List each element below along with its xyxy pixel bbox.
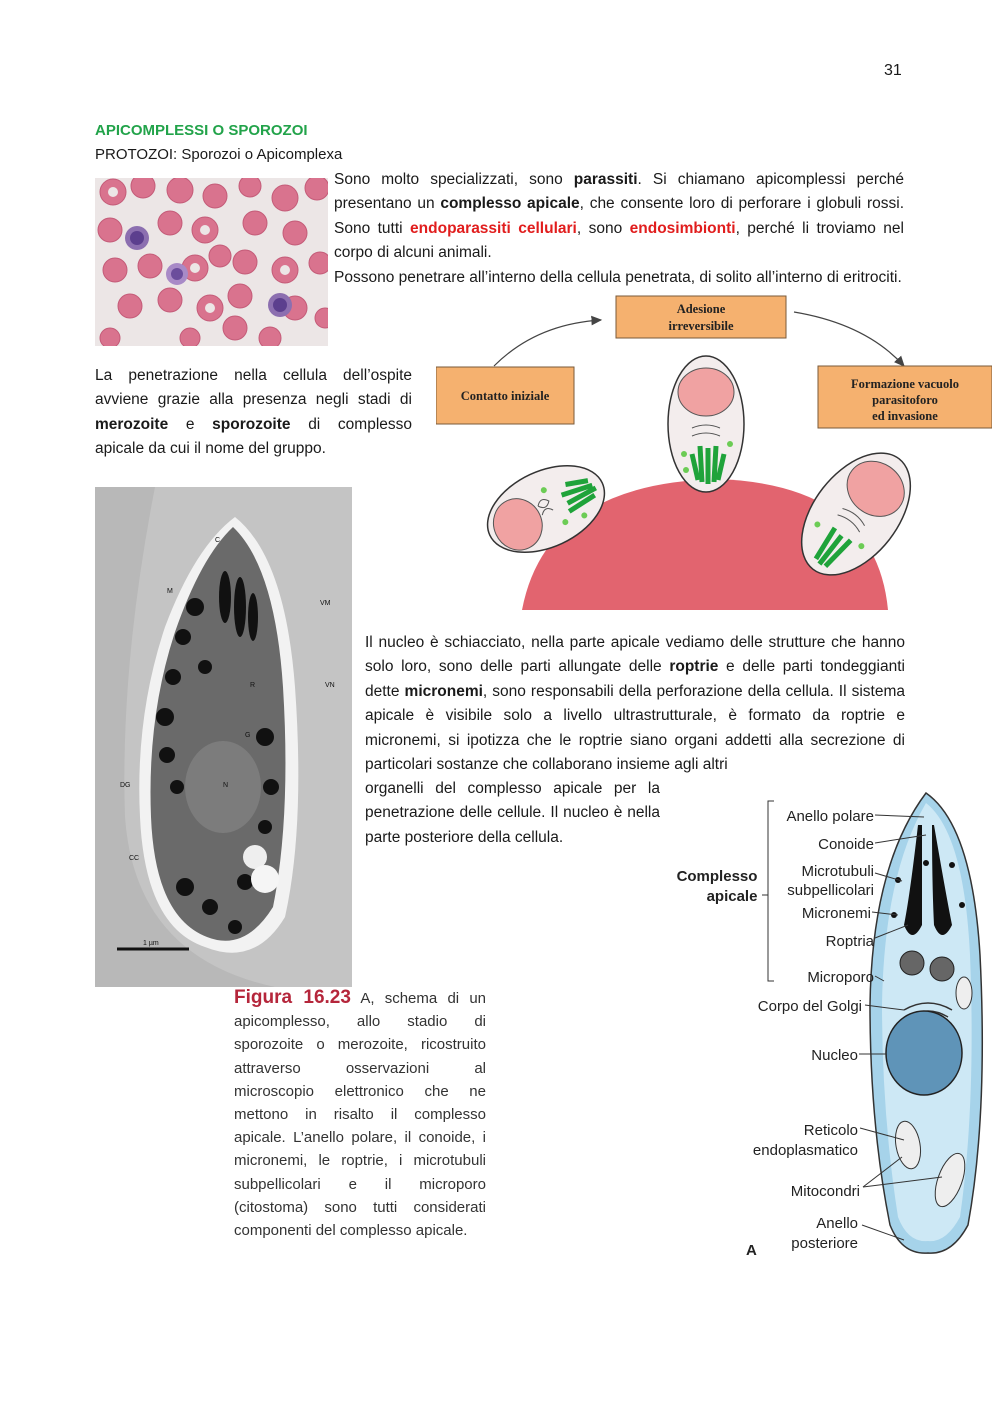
roptria-label: Roptria xyxy=(826,933,875,950)
stage-adesione-label-2: irreversibile xyxy=(668,319,733,333)
nucleo-label: Nucleo xyxy=(811,1047,858,1064)
rhoptry xyxy=(904,825,922,935)
microtubuli-label-2: subpellicolari xyxy=(787,882,874,899)
parasite-adhesion xyxy=(667,355,745,493)
nucleus xyxy=(885,1010,963,1096)
tem-label-r: R xyxy=(250,682,255,689)
reticolo-label-2: endoplasmatico xyxy=(753,1142,858,1159)
intro-paragraph: Sono molto specializzati, sono parassiti… xyxy=(334,171,904,286)
tem-label-g: G xyxy=(245,732,250,739)
stage-adesione-label-1: Adesione xyxy=(677,302,726,316)
tem-label-m: M xyxy=(167,588,173,595)
tem-scale-label: 1 µm xyxy=(143,940,159,947)
figure-label: Figura 16.23 xyxy=(234,987,351,1008)
tem-label-vm: VM xyxy=(320,600,331,607)
microtubuli-label-1: Microtubuli xyxy=(801,863,874,880)
penetration-paragraph: La penetrazione nella cellula dell’ospit… xyxy=(95,367,412,458)
subtitle: PROTOZOI: Sporozoi o Apicomplexa xyxy=(95,146,343,163)
stage-formazione-label-2: parasitoforo xyxy=(872,393,938,407)
host-cell xyxy=(522,479,888,610)
mitocondri-label: Mitocondri xyxy=(791,1183,860,1200)
tem-label-n: N xyxy=(223,782,228,789)
figure-caption-text: A, schema di un apicomplesso, allo stadi… xyxy=(234,990,487,1240)
stage-formazione-label-3: ed invasione xyxy=(872,409,938,423)
invasion-diagram: Contatto iniziale Adesione irreversibile… xyxy=(436,295,992,610)
page-number: 31 xyxy=(884,62,902,79)
nucleus-paragraph: Il nucleo è schiacciato, nella parte api… xyxy=(365,634,905,774)
tem-label-vn: VN xyxy=(325,682,335,689)
conoide-label: Conoide xyxy=(818,836,874,853)
stage-contatto-label: Contatto iniziale xyxy=(461,389,550,403)
stage-box-contatto xyxy=(436,366,575,425)
microporo-label: Microporo xyxy=(807,969,874,986)
anello-posteriore-label-1: Anello xyxy=(816,1215,858,1232)
reticolo-label-1: Reticolo xyxy=(804,1122,858,1139)
complesso-apicale-label-2: apicale xyxy=(707,888,758,905)
tem-label-cc: CC xyxy=(129,855,139,862)
blood-smear-image xyxy=(95,178,328,346)
micronemi-label: Micronemi xyxy=(802,905,871,922)
stage-box-adesione xyxy=(615,295,787,339)
golgi-label: Corpo del Golgi xyxy=(758,998,862,1015)
figure-caption: Figura 16.23 A, schema di un apicompless… xyxy=(234,986,486,1242)
tem-label-c: C xyxy=(215,537,220,544)
parasite-contact xyxy=(486,464,606,554)
stage-box-formazione xyxy=(817,365,992,429)
panel-label: A xyxy=(746,1242,757,1259)
tem-micrograph: C M VM R VN DG N G CC 1 µm xyxy=(95,487,352,987)
anello-posteriore-label-2: posteriore xyxy=(791,1235,858,1252)
complesso-apicale-label-1: Complesso xyxy=(677,868,758,885)
apicomplexan-schema: Complesso apicale Anello polare Conoide … xyxy=(677,791,984,1259)
nucleus-paragraph-end: organelli del complesso apicale per la p… xyxy=(365,780,660,846)
tem-label-dg: DG xyxy=(120,782,131,789)
section-title: APICOMPLESSI O SPOROZOI xyxy=(95,122,308,139)
anello-polare-label: Anello polare xyxy=(786,808,874,825)
parasite-invasion xyxy=(800,452,912,576)
stage-formazione-label-1: Formazione vacuolo xyxy=(851,377,959,391)
